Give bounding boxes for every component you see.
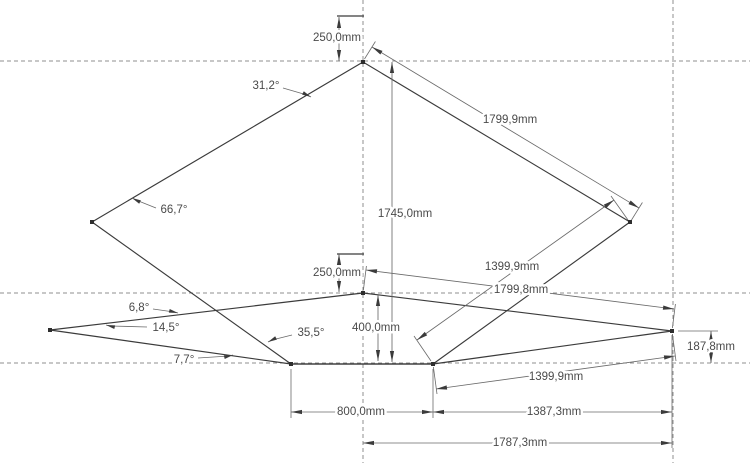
dim-offset-top-250-arrow — [336, 50, 342, 61]
dim-edge-1399-9-lower-ext — [672, 333, 677, 362]
dim-edge-1399-9-upper-arrow — [603, 200, 614, 209]
dim-edge-1799-9-line — [371, 46, 640, 209]
dim-offset-top-250-arrow — [336, 17, 342, 28]
dim-edge-1399-9-lower-line — [435, 355, 676, 390]
dim-width-1387-label: 1387,3mm — [527, 406, 581, 418]
dim-edge-1399-9-lower-ext — [433, 366, 438, 395]
angle-66-7-arrow — [132, 198, 141, 204]
dim-edge-1799-9-ext — [631, 202, 643, 221]
dim-offset-mid-250-label: 250,0mm — [313, 267, 361, 279]
dim-edge-1799-8-arrow — [366, 269, 378, 274]
angle-31-2-label: 31,2° — [253, 80, 280, 92]
dim-edge-1399-9-lower-arrow — [436, 385, 448, 390]
angle-6-8-arrow — [168, 308, 178, 313]
dim-width-1787-arrow — [661, 440, 672, 446]
dim-offset-top-250-label: 250,0mm — [313, 32, 361, 44]
dim-offset-mid-250-arrow — [336, 254, 342, 265]
vertex-marker — [289, 362, 293, 366]
dim-height-187-label: 187,8mm — [687, 341, 735, 353]
dim-edge-1799-8-ext — [363, 265, 367, 291]
angle-31-2-arrow — [302, 91, 311, 97]
dim-height-400-label: 400,0mm — [352, 322, 400, 334]
dim-edge-1399-9-upper-arrow — [417, 331, 428, 340]
dim-width-1387-arrow — [661, 409, 672, 415]
dim-height-1745-arrow — [389, 351, 395, 362]
vertex-marker — [361, 291, 365, 295]
dim-edge-1399-9-upper-line — [416, 199, 615, 341]
dim-edge-1399-9-lower-label: 1399,9mm — [529, 371, 583, 383]
dim-height-1745-label: 1745,0mm — [378, 208, 432, 220]
dim-edge-1799-8-label: 1799,8mm — [494, 284, 548, 296]
dim-width-800-label: 800,0mm — [337, 406, 385, 418]
vertex-marker — [431, 362, 435, 366]
vertex-marker — [670, 329, 674, 333]
angle-7-7-label: 7,7° — [174, 354, 195, 366]
dim-edge-1799-9-arrow — [628, 200, 639, 208]
dim-edge-1799-8-arrow — [662, 305, 674, 310]
vertex-marker — [48, 328, 52, 332]
dim-edge-1799-8-ext — [672, 303, 676, 329]
vertex-marker — [361, 60, 365, 64]
dim-width-800-arrow — [291, 409, 302, 415]
angle-7-7-arrow — [223, 355, 233, 360]
angle-35-5-arrow — [268, 336, 277, 342]
vertex-marker — [90, 220, 94, 224]
angle-14-5-arrow — [106, 325, 116, 330]
dim-height-187-arrow — [708, 331, 714, 342]
dim-edge-1399-9-upper-ext — [413, 335, 432, 362]
vertex-marker — [628, 220, 632, 224]
dim-edge-1799-9-ext — [364, 41, 376, 60]
bottom-sail-outline — [49, 292, 673, 365]
dim-width-1387-arrow — [433, 409, 444, 415]
dim-height-400-arrow — [375, 295, 381, 306]
dim-width-800-arrow — [422, 409, 433, 415]
dim-width-1787-arrow — [363, 440, 374, 446]
dim-height-187-arrow — [708, 352, 714, 363]
dim-offset-mid-250-arrow — [336, 281, 342, 292]
dim-edge-1799-8-line — [365, 269, 675, 310]
angle-14-5-label: 14,5° — [153, 322, 180, 334]
dim-edge-1799-9-label: 1799,9mm — [483, 114, 537, 126]
dim-width-1787-label: 1787,3mm — [493, 437, 547, 449]
dim-edge-1799-9-arrow — [372, 47, 383, 55]
angle-6-8-label: 6,8° — [129, 302, 150, 314]
dim-height-1745-arrow — [389, 62, 395, 73]
angle-35-5-label: 35,5° — [298, 327, 325, 339]
dim-edge-1399-9-upper-label: 1399,9mm — [485, 261, 539, 273]
dim-height-400-arrow — [375, 350, 381, 361]
angle-66-7-label: 66,7° — [161, 204, 188, 216]
